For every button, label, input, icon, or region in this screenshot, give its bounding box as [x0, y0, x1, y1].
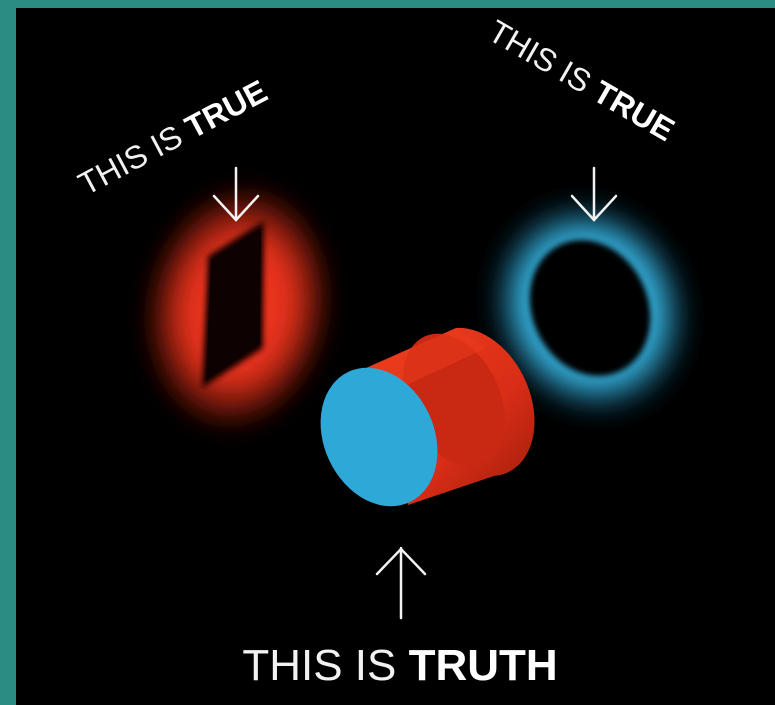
- label-top-left-prefix: THIS IS: [72, 114, 196, 203]
- label-top-right: THIS IS TRUE: [483, 13, 681, 148]
- svg-text:THIS IS TRUTH: THIS IS TRUTH: [242, 641, 557, 690]
- red-rectangle-shadow: [119, 163, 357, 453]
- arrow-bottom: [377, 548, 425, 618]
- label-bottom-prefix: THIS IS: [242, 641, 408, 690]
- label-top-right-emphasis: TRUE: [587, 73, 680, 148]
- cylinder-object: [299, 317, 535, 525]
- label-bottom: THIS IS TRUTH: [242, 641, 557, 690]
- illustration: THIS IS TRUE THIS IS TRUE THIS IS TRUTH: [16, 8, 775, 705]
- label-bottom-emphasis: TRUTH: [409, 641, 558, 690]
- label-top-left-emphasis: TRUE: [179, 73, 273, 146]
- image-canvas: THIS IS TRUE THIS IS TRUE THIS IS TRUTH: [16, 8, 775, 705]
- svg-text:THIS IS TRUE: THIS IS TRUE: [483, 13, 681, 148]
- label-top-right-prefix: THIS IS: [483, 13, 606, 105]
